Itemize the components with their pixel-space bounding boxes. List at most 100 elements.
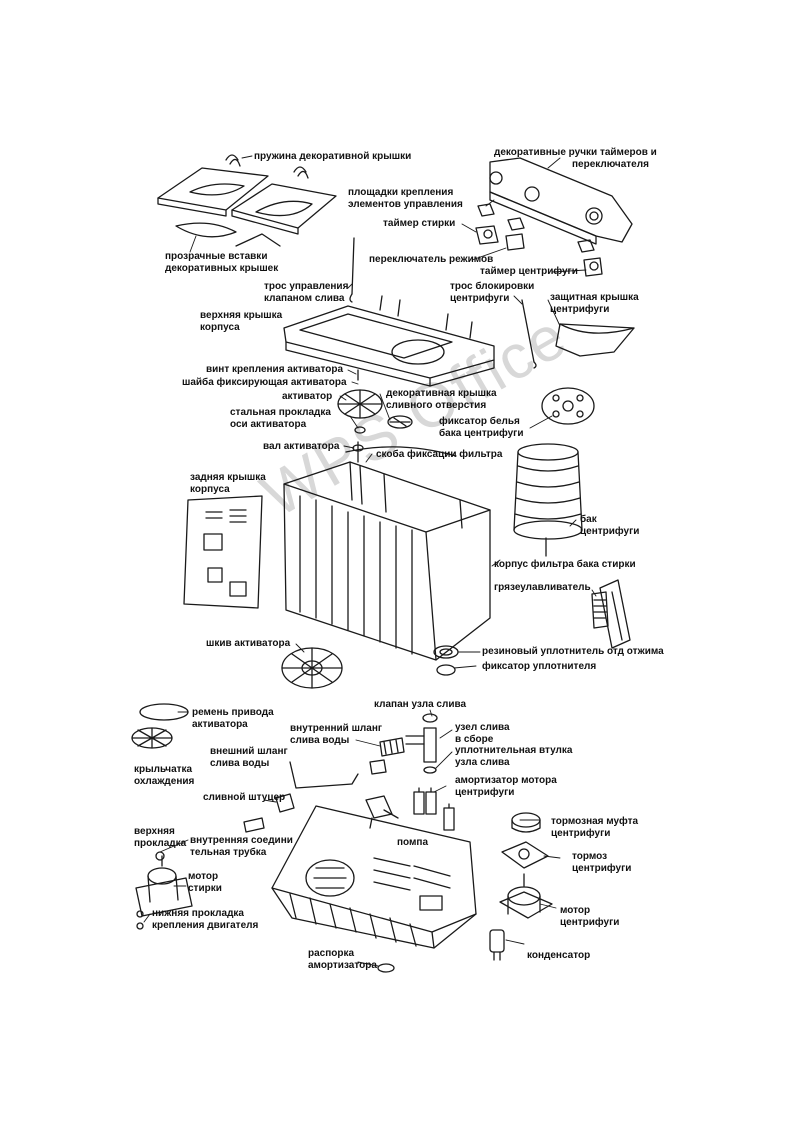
- activator-shaft-part: [352, 441, 364, 463]
- drain-unit-part: [405, 727, 437, 774]
- machine-base-part: [271, 805, 477, 949]
- label-lint-trap: грязеулавливатель: [494, 582, 591, 593]
- laundry-lock-part: [541, 387, 595, 425]
- label-spin-cover-line1: защитная крышка: [550, 292, 639, 303]
- label-lower-pad-line1: нижняя прокладка: [152, 908, 244, 919]
- brake-clutch-part: [511, 812, 541, 833]
- label-activator-shaft: вал активатора: [263, 441, 340, 452]
- label-damper-spacer-line1: распорка: [308, 948, 355, 959]
- label-knobs-line2: переключателя: [572, 159, 649, 170]
- spin-tank-part: [513, 443, 583, 557]
- label-wash-motor-line2: стирки: [188, 883, 222, 894]
- label-pads-line1: площадки крепления: [348, 187, 454, 198]
- drain-valve-part: [422, 713, 438, 723]
- label-cooling-fan-line1: крыльчатка: [134, 764, 193, 775]
- upper-pad-part: [155, 851, 165, 861]
- label-seal-sleeve-line1: уплотнительная втулка: [455, 745, 573, 756]
- label-seal-sleeve-line2: узла слива: [455, 757, 510, 768]
- label-knobs-line1: декоративные ручки таймеров и: [494, 147, 657, 158]
- label-outer-hose-line1: внешний шланг: [210, 746, 288, 757]
- label-drain-unit-line1: узел слива: [455, 722, 510, 733]
- damper-spacer-part: [377, 963, 395, 973]
- lock-cable-part: [521, 299, 537, 369]
- spin-motor-part: [499, 873, 553, 919]
- label-rear-cover-line1: задняя крышка: [190, 472, 266, 483]
- wash-motor-part: [135, 855, 193, 917]
- label-spin-motor-line2: центрифуги: [560, 917, 620, 928]
- label-activator-screw: винт крепления активатора: [206, 364, 344, 375]
- inner-hose-part: [379, 737, 405, 757]
- label-spin-tank-line1: бак: [580, 514, 597, 525]
- label-capacitor: конденсатор: [527, 950, 591, 961]
- label-spin-damper-line2: центрифуги: [455, 787, 515, 798]
- label-steel-gasket-line1: стальная прокладка: [230, 407, 331, 418]
- label-upper-pad-line1: верхняя: [134, 826, 175, 837]
- spin-damper-part: [413, 787, 455, 831]
- label-brake-clutch-line2: центрифуги: [551, 828, 611, 839]
- label-rear-cover-line2: корпуса: [190, 484, 230, 495]
- brake-part: [501, 841, 549, 869]
- wash-timer-part: [475, 225, 499, 245]
- label-filter-body: корпус фильтра бака стирки: [494, 559, 636, 570]
- label-inserts-line1: прозрачные вставки: [165, 251, 268, 262]
- outer-hose-part: [289, 759, 387, 789]
- label-brake-line2: центрифуги: [572, 863, 632, 874]
- decorative-lids-part: [157, 167, 337, 235]
- label-upper-pad-line2: прокладка: [134, 838, 187, 849]
- label-pads-line2: элементов управления: [348, 199, 463, 210]
- label-filter-bracket: скоба фиксации фильтра: [376, 449, 503, 460]
- label-spring: пружина декоративной крышки: [254, 151, 412, 162]
- label-drain-cover-line1: декоративная крышка: [386, 388, 497, 399]
- mode-switch-part: [505, 233, 525, 251]
- transparent-inserts-part: [175, 222, 281, 247]
- label-brake-line1: тормоз: [572, 851, 608, 862]
- label-mode-switch: переключатель режимов: [369, 254, 494, 265]
- label-belt-line2: активатора: [192, 719, 248, 730]
- label-spin-motor-line1: мотор: [560, 905, 591, 916]
- mounting-pads-part: [477, 203, 595, 253]
- drain-fitting-part: [275, 793, 295, 813]
- pump-part: [365, 795, 399, 829]
- rear-cover-part: [183, 495, 263, 609]
- label-laundry-lock-line1: фиксатор белья: [439, 416, 520, 427]
- label-laundry-lock-line2: бака центрифуги: [439, 428, 524, 439]
- label-drain-unit-line2: в сборе: [455, 734, 494, 745]
- label-inner-tube-line1: внутренняя соедини: [190, 835, 293, 846]
- label-drain-fitting: сливной штуцер: [203, 792, 286, 803]
- label-activator-washer: шайба фиксирующая активатора: [182, 377, 347, 388]
- label-brake-clutch-line1: тормозная муфта: [551, 816, 639, 827]
- spin-timer-part: [583, 257, 603, 277]
- machine-body-part: [283, 446, 491, 661]
- capacitor-part: [489, 929, 505, 961]
- label-spin-damper-line1: амортизатор мотора: [455, 775, 557, 786]
- label-activator-pulley: шкив активатора: [206, 638, 291, 649]
- label-inner-hose-line1: внутренний шланг: [290, 723, 383, 734]
- label-drain-valve: клапан узла слива: [374, 699, 467, 710]
- label-top-cover-line1: верхняя крышка: [200, 310, 283, 321]
- label-outer-hose-line2: слива воды: [210, 758, 270, 769]
- label-inner-tube-line2: тельная трубка: [190, 847, 267, 858]
- valve-cable-part: [349, 237, 355, 303]
- label-pump: помпа: [397, 837, 429, 848]
- control-panel-part: [489, 157, 633, 245]
- activator-pulley-part: [281, 647, 343, 689]
- lint-trap-part: [591, 591, 609, 629]
- filter-body-part: [599, 579, 631, 649]
- label-inserts-line2: декоративных крышек: [165, 263, 279, 274]
- label-top-cover-line2: корпуса: [200, 322, 240, 333]
- label-drain-cover-line2: сливного отверстия: [386, 400, 487, 411]
- activator-part: [337, 389, 383, 419]
- label-seal-lock: фиксатор уплотнителя: [482, 661, 597, 672]
- label-wash-motor-line1: мотор: [188, 871, 219, 882]
- label-damper-spacer-line2: амортизатора: [308, 960, 377, 971]
- label-spin-tank-line2: центрифуги: [580, 526, 640, 537]
- label-cable-lock-line1: трос блокировки: [450, 281, 535, 292]
- label-spin-cover-line2: центрифуги: [550, 304, 610, 315]
- label-inner-hose-line2: слива воды: [290, 735, 350, 746]
- label-activator: активатор: [282, 391, 333, 402]
- seal-lock-part: [436, 664, 456, 676]
- leader-lines: [143, 155, 597, 967]
- label-wash-timer: таймер стирки: [383, 218, 456, 229]
